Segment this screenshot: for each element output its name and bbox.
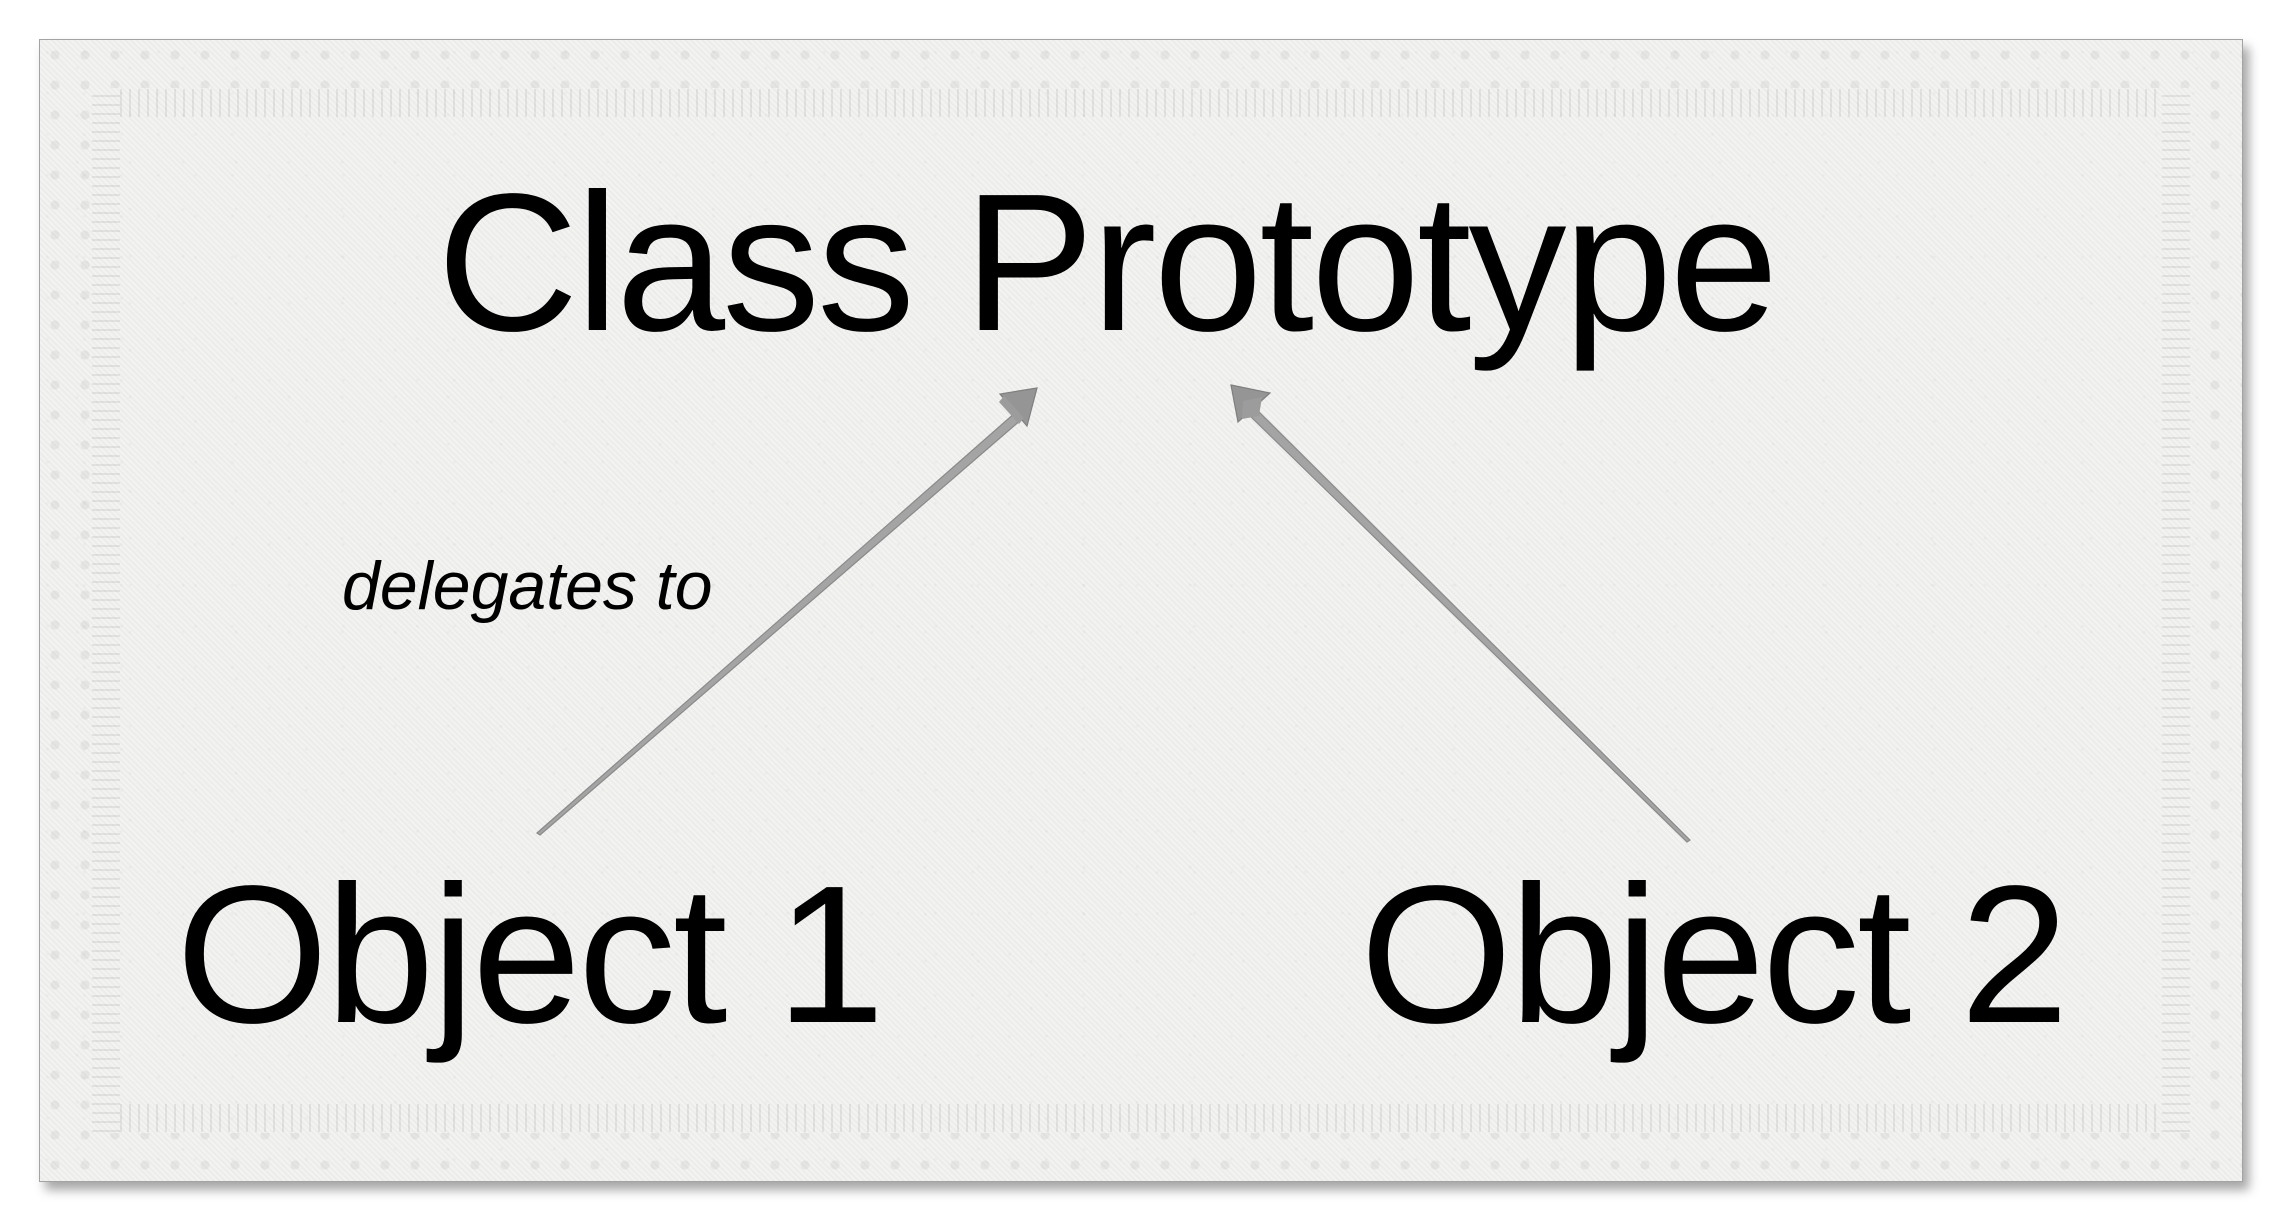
class-prototype-label: Class Prototype (437, 153, 1778, 372)
decorative-perforation-left (92, 89, 120, 1132)
object-1-label: Object 1 (176, 845, 885, 1064)
decorative-perforation-bottom (120, 1104, 2162, 1132)
delegates-to-label: delegates to (342, 548, 713, 624)
decorative-perforation-top (120, 89, 2162, 117)
decorative-perforation-right (2162, 89, 2190, 1132)
object-2-label: Object 2 (1360, 845, 2069, 1064)
